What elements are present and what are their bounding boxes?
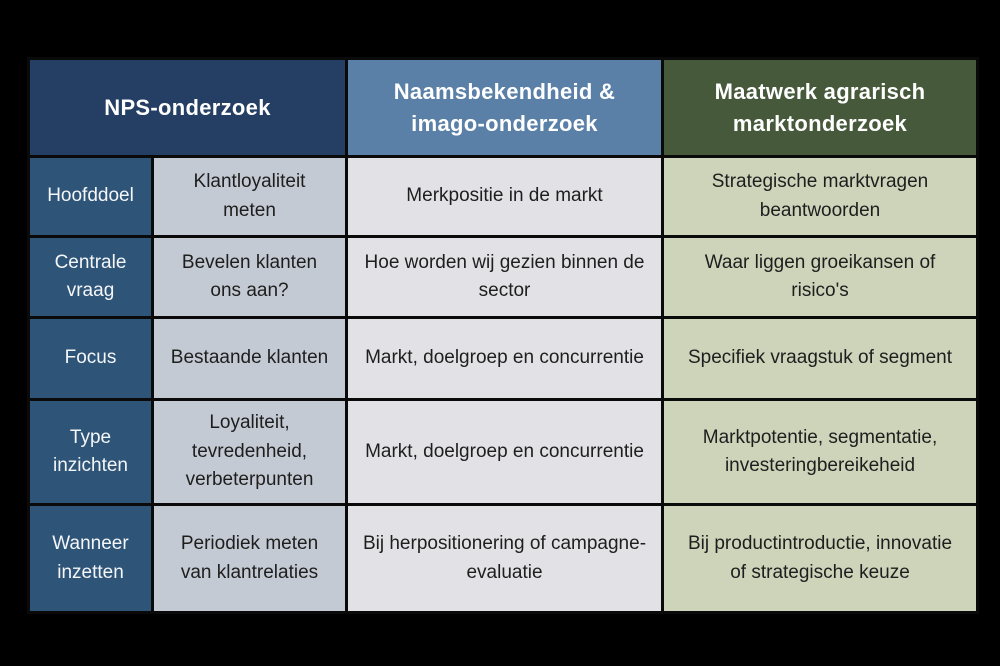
cell-hoofddoel-naamsbekendheid: Merkpositie in de markt (348, 158, 661, 235)
cell-type-inzichten-nps: Loyaliteit, tevredenheid, verbeterpunten (154, 401, 345, 503)
row-label-hoofddoel: Hoofddoel (30, 158, 151, 235)
research-comparison-table: NPS-onderzoek Naamsbekendheid & imago-on… (27, 57, 979, 614)
column-header-naamsbekendheid-imago-onderzoek: Naamsbekendheid & imago-onderzoek (348, 60, 661, 155)
column-header-maatwerk-agrarisch-marktonderzoek: Maatwerk agrarisch marktonderzoek (664, 60, 976, 155)
cell-focus-maatwerk: Specifiek vraagstuk of segment (664, 319, 976, 398)
cell-centrale-vraag-nps: Bevelen klanten ons aan? (154, 238, 345, 316)
cell-wanneer-inzetten-nps: Periodiek meten van klantrelaties (154, 506, 345, 611)
cell-wanneer-inzetten-maatwerk: Bij productintroductie, innovatie of str… (664, 506, 976, 611)
row-label-focus: Focus (30, 319, 151, 398)
cell-type-inzichten-naamsbekendheid: Markt, doelgroep en concurrentie (348, 401, 661, 503)
cell-type-inzichten-maatwerk: Marktpotentie, segmentatie, investeringb… (664, 401, 976, 503)
cell-centrale-vraag-maatwerk: Waar liggen groeikansen of risico's (664, 238, 976, 316)
row-label-centrale-vraag: Centrale vraag (30, 238, 151, 316)
row-label-type-inzichten: Type inzichten (30, 401, 151, 503)
row-label-wanneer-inzetten: Wanneer inzetten (30, 506, 151, 611)
cell-hoofddoel-nps: Klantloyaliteit meten (154, 158, 345, 235)
cell-centrale-vraag-naamsbekendheid: Hoe worden wij gezien binnen de sector (348, 238, 661, 316)
column-header-nps-onderzoek: NPS-onderzoek (30, 60, 345, 155)
cell-focus-nps: Bestaande klanten (154, 319, 345, 398)
cell-focus-naamsbekendheid: Markt, doelgroep en concurrentie (348, 319, 661, 398)
cell-wanneer-inzetten-naamsbekendheid: Bij herpositionering of campagne-evaluat… (348, 506, 661, 611)
cell-hoofddoel-maatwerk: Strategische marktvragen beantwoorden (664, 158, 976, 235)
